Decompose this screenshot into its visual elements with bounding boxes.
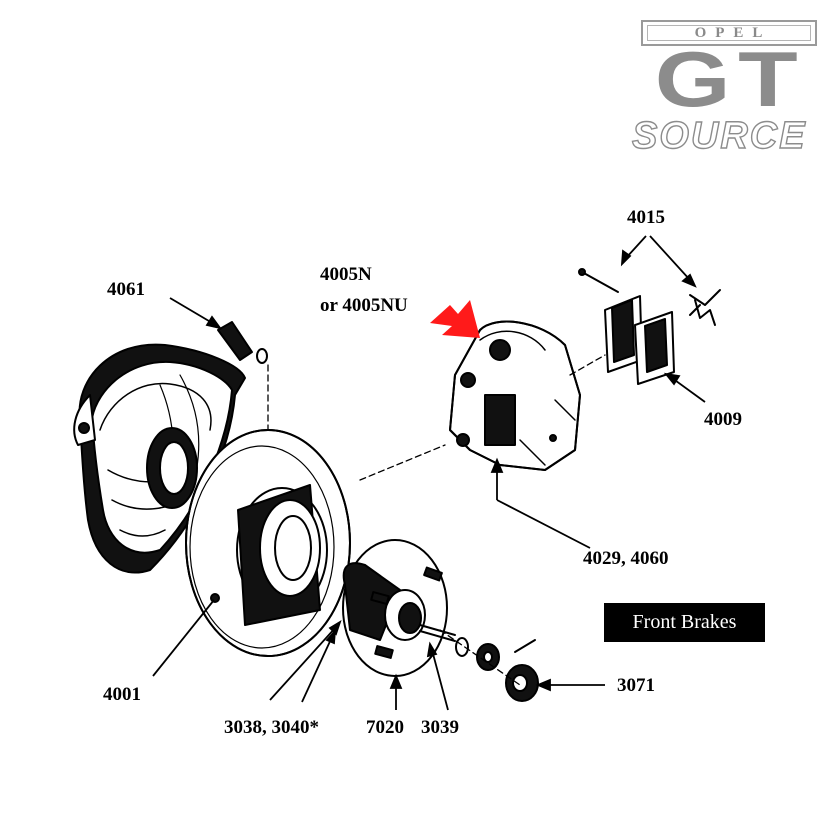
callout-4061: 4061 <box>107 279 145 300</box>
hub-hardware-parts <box>455 637 539 702</box>
source-logo-text: SOURCE <box>631 114 807 157</box>
opel-logo-badge: OPEL <box>641 20 817 46</box>
brake-caliper-part <box>449 320 581 471</box>
callout-4005nu: or 4005NU <box>320 295 408 316</box>
diagram-title-banner: Front Brakes <box>604 603 765 642</box>
callout-3039: 3039 <box>421 717 459 738</box>
brake-rotor-part <box>185 429 351 657</box>
wheel-hub-part <box>342 539 456 677</box>
gt-logo-text: GT <box>654 35 806 123</box>
callout-7020: 7020 <box>366 717 404 738</box>
callout-4005n: 4005N <box>320 264 372 285</box>
assembly-center-lines <box>267 354 606 686</box>
callout-3038-3040: 3038, 3040* <box>224 717 319 738</box>
mounting-bolt-part <box>217 321 268 364</box>
dust-shield-part <box>73 343 246 574</box>
callout-3071: 3071 <box>617 675 655 696</box>
red-highlight-arrow-icon <box>430 300 480 338</box>
opel-logo-text: OPEL <box>647 25 811 41</box>
callout-4009: 4009 <box>704 409 742 430</box>
callout-4015: 4015 <box>627 207 665 228</box>
callout-leaders <box>152 235 706 711</box>
callout-4029-4060: 4029, 4060 <box>583 548 669 569</box>
callout-4001: 4001 <box>103 684 141 705</box>
anti-rattle-spring-part <box>689 289 721 326</box>
brake-pads-part <box>578 268 675 385</box>
